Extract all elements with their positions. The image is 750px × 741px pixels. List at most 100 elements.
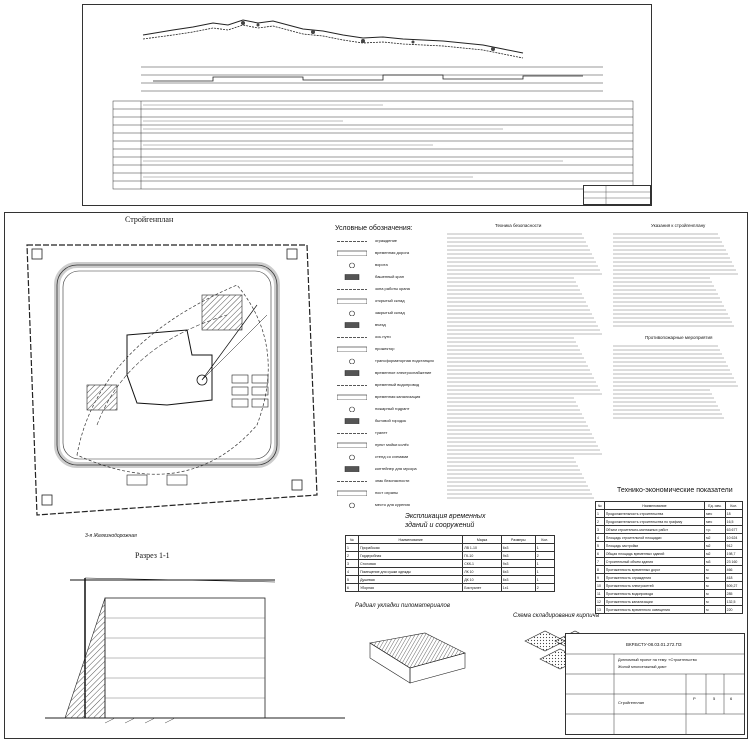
legend-item: бытовой городок (335, 417, 455, 426)
table-cell: 10 624 (724, 533, 744, 542)
table-cell: 5 (344, 575, 360, 584)
legend-item-label: временное электроснабжение (375, 370, 432, 375)
legend-item-label: ось пути (375, 334, 391, 339)
table-cell: 9х3 (500, 551, 536, 560)
table-cell: 4 (595, 533, 605, 542)
table-header-cell: Наименование (358, 535, 464, 544)
safety-text (445, 231, 605, 501)
table-cell: м2 (704, 541, 726, 550)
street-label: 3-я Железнодорожная (85, 533, 137, 539)
legend-item: трансформаторная подстанция (335, 357, 455, 366)
table-cell: м (704, 573, 726, 582)
legend-symbol-icon (337, 394, 367, 400)
table-cell: мес (704, 509, 726, 518)
table-cell: м (704, 597, 726, 606)
brick-title: Схема складирования кирпича (513, 613, 599, 619)
fire-text (611, 343, 741, 423)
legend-item-label: зона работы крана (375, 286, 410, 291)
table-cell: Протяженность водопровода (603, 589, 706, 598)
table-cell: 9х3 (500, 559, 536, 568)
tep-title: Технико-экономические показатели (617, 487, 733, 494)
legend-symbol-icon (337, 481, 367, 482)
table-cell: Строительный объем здания (603, 557, 706, 566)
table-cell: 2 (534, 583, 556, 592)
legend-symbol-icon (349, 406, 355, 412)
legend-item: туалет (335, 429, 455, 438)
table-cell: 6х3 (500, 543, 536, 552)
lumber-stack-drawing (369, 632, 466, 684)
legend-item: ограждение (335, 237, 455, 246)
legend-item-label: знак безопасности (375, 478, 410, 483)
table-cell: 6 (344, 583, 360, 592)
legend-item: временный водопровод (335, 381, 455, 390)
legend-item-label: ограждение (375, 238, 398, 243)
table-cell: Столовая (358, 559, 464, 568)
table-cell: 912 (724, 541, 744, 550)
table-cell: 2 (595, 517, 605, 526)
storage-title: Радиал укладки пиломатериалов (355, 603, 450, 609)
fire-title: Противопожарные мероприятия (645, 335, 713, 340)
table-cell: Гардеробная (358, 551, 464, 560)
legend-item: знак безопасности (335, 477, 455, 486)
legend-symbol-icon (344, 322, 360, 328)
table-header-cell: № (595, 501, 605, 510)
legend-symbol-icon (349, 262, 355, 268)
legend-item-label: место для курения (375, 502, 410, 507)
legend-item: временная канализация (335, 393, 455, 402)
legend-item: пункт мойки колёс (335, 441, 455, 450)
table-cell: Общая площадь временных зданий (603, 549, 706, 558)
table-cell: Протяженность электросетей (603, 581, 706, 590)
table-cell: ДК 10 (462, 575, 502, 584)
legend-item: стенд со схемами (335, 453, 455, 462)
table-cell: Протяженность временных дорог (603, 565, 706, 574)
legend-symbol-icon (349, 502, 355, 508)
legend-symbol-icon (349, 310, 355, 316)
legend-item: въезд (335, 321, 455, 330)
site-plan-drawing (26, 244, 318, 516)
legend-symbol-icon (349, 454, 355, 460)
table-cell: 63 677 (724, 525, 744, 534)
table-cell: 1х1 (500, 583, 536, 592)
table-cell: 6х3 (500, 567, 536, 576)
legend-symbol-icon (337, 241, 367, 242)
legend-item-label: бытовой городок (375, 418, 407, 423)
table-cell: ЛВ 1-10 (462, 543, 502, 552)
table-header-cell: Наименование (603, 501, 706, 510)
stamp-line1: Дипломный проект на тему: «Строительство (618, 658, 697, 662)
legend-item-label: въезд (375, 322, 386, 327)
explication-title-2: зданий и сооружений (405, 522, 475, 529)
legend-item-label: трансформаторная подстанция (375, 358, 434, 363)
legend-symbol-icon (337, 433, 367, 434)
table-cell: 16,5 (724, 517, 744, 526)
notes-title: Указания к стройгенплану (651, 223, 706, 228)
legend-item-label: туалет (375, 430, 388, 435)
legend-symbol-icon (337, 337, 367, 338)
legend-item: временная дорога (335, 249, 455, 258)
table-cell: Биотуалет (462, 583, 502, 592)
table-cell: 18 (724, 509, 744, 518)
legend-item: закрытый склад (335, 309, 455, 318)
legend-symbol-icon (337, 442, 367, 448)
table-cell: 1 (344, 543, 360, 552)
table-cell: 3 (344, 559, 360, 568)
table-cell: Душевая (358, 575, 464, 584)
top-sheet-stamp (583, 185, 651, 205)
stamp-sheets: 6 (730, 696, 733, 701)
table-cell: Площадь застройки (603, 541, 706, 550)
table-cell: 1 (534, 543, 556, 552)
main-drawing-sheet: Стройгенплан (4, 212, 748, 739)
table-header-cell: Ед. изм. (704, 501, 726, 510)
legend-item: башенный кран (335, 273, 455, 282)
